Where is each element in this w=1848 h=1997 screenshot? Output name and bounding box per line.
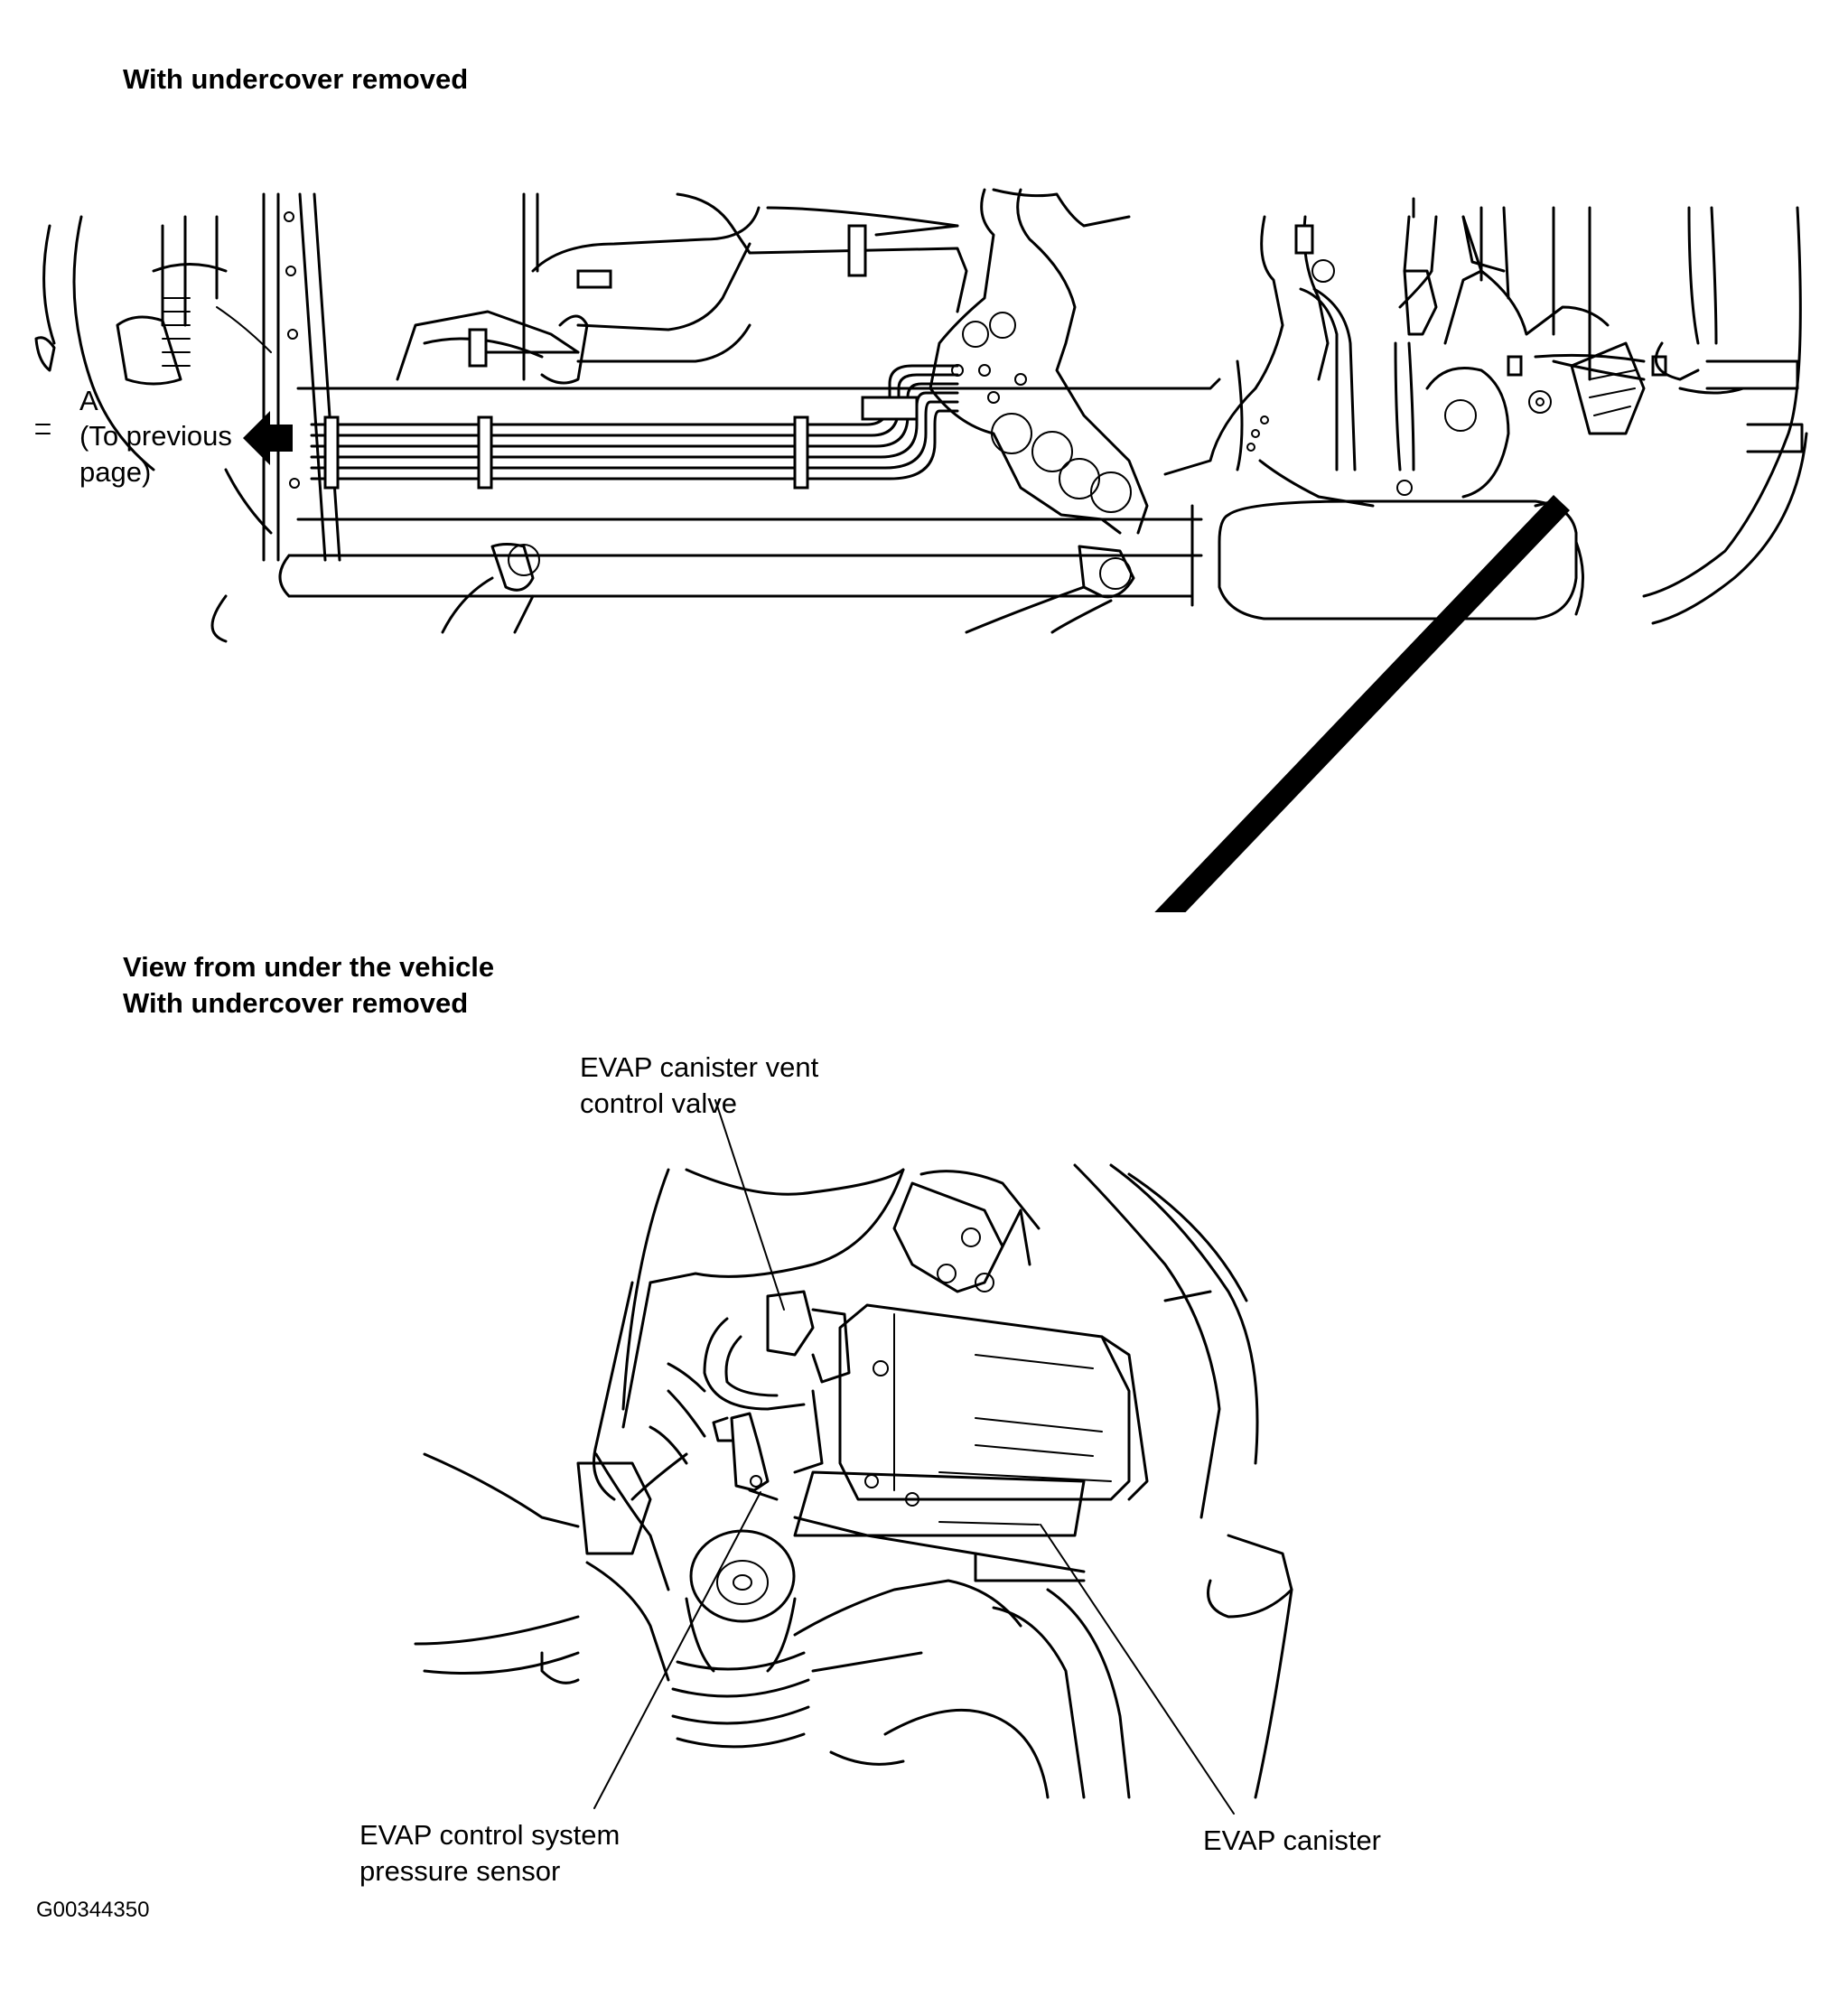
pressure-sensor-label-line1: EVAP control system	[359, 1819, 621, 1851]
pressure-sensor-label-line2: pressure sensor	[359, 1855, 561, 1887]
strut-mount	[689, 1529, 796, 1623]
upper-bracket	[892, 1181, 1004, 1293]
top-view-canister-sketch	[1570, 341, 1646, 435]
top-view-heading: With undercover removed	[123, 63, 469, 95]
pressure-sensor-leader-line	[593, 1491, 761, 1809]
line-bundle-1	[310, 364, 959, 426]
vent-valve-label-line2: control valve	[580, 1087, 738, 1119]
vent-valve-leader-line	[714, 1099, 785, 1311]
figure-id: G00344350	[36, 1898, 150, 1922]
upper-mount-circle	[1444, 399, 1477, 432]
detail-pointer-shaft	[1154, 495, 1570, 912]
canister-label: EVAP canister	[1203, 1824, 1382, 1856]
pressure-sensor	[730, 1412, 770, 1492]
frame-rail-upper	[296, 378, 1221, 390]
detail-view-heading-line2: With undercover removed	[123, 987, 469, 1019]
vent-valve-label-line1: EVAP canister vent	[580, 1051, 819, 1083]
cross-member-outline	[929, 188, 1122, 535]
bundle-clip-3	[793, 415, 809, 490]
reference-letter-a: A	[79, 385, 98, 416]
bundle-clip-1	[323, 415, 340, 490]
underbody-overview-drawing	[34, 188, 1808, 912]
post-left-b	[298, 192, 327, 562]
coil-spring	[676, 1651, 806, 1671]
canister-lower-tray	[793, 1470, 1086, 1537]
bundle-clip-2	[477, 415, 493, 490]
rear-tire	[1218, 499, 1578, 621]
left-reference-arrow	[243, 411, 293, 465]
vent-control-valve	[766, 1290, 815, 1357]
cross-member-hole	[962, 321, 989, 348]
canister-leader-line	[1040, 1524, 1235, 1815]
detail-view-heading-line1: View from under the vehicle	[123, 951, 495, 983]
bundle-clip-4	[861, 396, 919, 421]
reference-note-line2: page)	[79, 456, 152, 488]
reference-note-line1: (To previous	[79, 420, 232, 452]
evap-canister-body	[838, 1303, 1131, 1501]
